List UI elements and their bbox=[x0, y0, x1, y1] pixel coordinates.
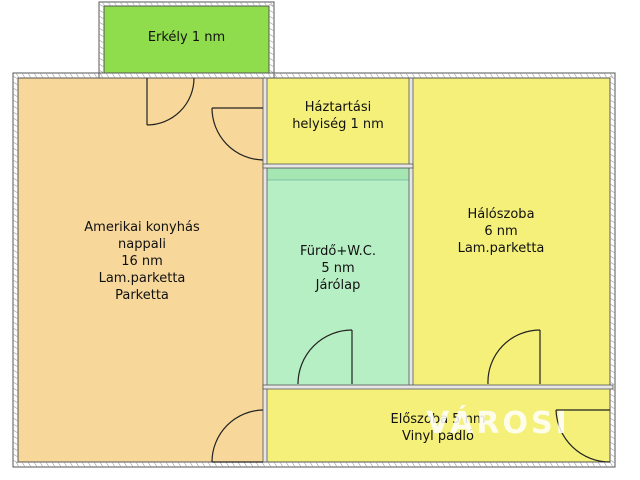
bedroom-area bbox=[411, 77, 611, 387]
bathroom-label: Fürdő+W.C. 5 nm Járólap bbox=[300, 244, 376, 293]
bathroom-area bbox=[265, 167, 411, 387]
interior-walls bbox=[262, 77, 614, 463]
living-room-area bbox=[17, 77, 265, 463]
walls bbox=[12, 1, 616, 468]
watermark-logo: VÁROSI bbox=[426, 406, 570, 441]
bedroom-label: Hálószoba 6 nm Lam.parketta bbox=[457, 207, 545, 256]
hall-area bbox=[265, 387, 611, 463]
bathroom-strip bbox=[265, 167, 411, 181]
wall-hatching bbox=[12, 1, 616, 468]
hall-label: Előszoba 5 nm Vinyl padló bbox=[390, 412, 486, 444]
doors bbox=[146, 77, 611, 463]
balcony-label: Erkély 1 nm bbox=[147, 30, 226, 45]
living-room-label: Amerikai konyhás nappali 16 nm Lam.parke… bbox=[84, 220, 200, 303]
balcony-area bbox=[103, 5, 270, 74]
utility-room-label: Háztartási helyiség 1 nm bbox=[292, 100, 384, 132]
